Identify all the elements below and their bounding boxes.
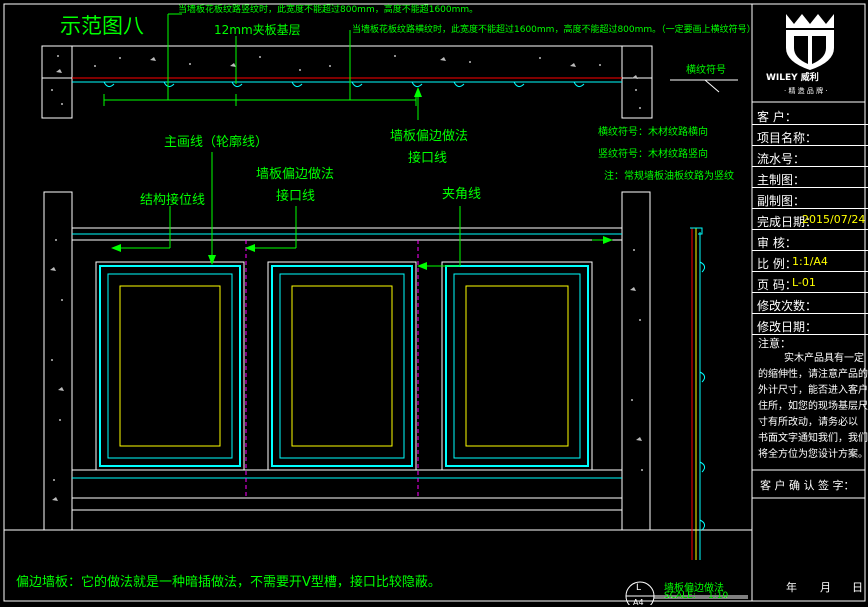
legend-horizontal-grain: 横纹符号：木材纹路横向: [598, 127, 708, 138]
sheet-border: [3, 3, 866, 602]
plan-dimensions: [103, 13, 422, 120]
title-block-row-label: 流水号：: [757, 152, 806, 166]
detail-name: 墙板偏边做法: [664, 583, 724, 594]
notes-title: 注意：: [758, 337, 791, 350]
legend-vertical-grain: 竖纹符号：木材纹路竖向: [598, 149, 708, 160]
title-block-row: 完成日期：2015/07/24: [752, 209, 868, 230]
title-block-row: 客 户：: [752, 104, 868, 125]
title-block-row-label: 审 核：: [757, 236, 797, 250]
title-block-row: 项目名称：: [752, 125, 868, 146]
concrete-hatch: [51, 55, 641, 109]
elevation-wall-left: [43, 191, 73, 531]
plan-section: [41, 13, 738, 120]
drawing-title: 示范图八: [60, 14, 144, 38]
title-block-row-label: 主制图：: [757, 173, 806, 187]
title-block-row-value: 2015/07/24: [802, 213, 866, 226]
legend-note: 注：常规墙板油板纹路为竖纹: [604, 171, 734, 182]
substrate-label: 12mm夹板基层: [214, 23, 301, 37]
side-section: [690, 227, 706, 560]
title-block-row-label: 项目名称：: [757, 131, 818, 145]
detail-number-bottom: A4: [633, 598, 644, 607]
title-block-row-label: 完成日期：: [757, 215, 818, 229]
bottom-note: 偏边墙板：它的做法就是一种暗插做法，不需要开V型槽，接口比较隐蔽。: [16, 575, 441, 590]
title-block-row-label: 页 码：: [757, 278, 797, 292]
title-block-row-label: 比 例：: [757, 257, 797, 271]
notes-line: 外计尺寸，能否进入客户: [758, 385, 868, 396]
scale-value: 1:10: [708, 591, 729, 601]
date-month-label: 月: [820, 581, 831, 594]
notes-line: 书面文字通知我们，我们: [758, 433, 868, 444]
title-block-row-label: 客 户：: [757, 110, 797, 124]
detail-number-top: L: [636, 583, 642, 593]
structure-joint-label: 结构接位线: [140, 193, 206, 208]
title-block-row-label: 修改次数：: [757, 299, 818, 313]
detail-bubble: [625, 581, 748, 605]
notes-line: 实木产品具有一定: [784, 353, 864, 364]
panel-center: [267, 261, 417, 471]
plan-ceiling-slab: [41, 45, 653, 79]
main-line-label: 主画线（轮廓线）: [164, 135, 269, 150]
title-block-row: 修改次数：: [752, 293, 868, 314]
logo-subtext: · 精 造 品 牌 ·: [784, 87, 828, 95]
joint-line-label-top: 接口线: [408, 151, 448, 166]
panel-right: [441, 261, 593, 471]
title-block-row-label: 修改日期：: [757, 320, 818, 334]
logo-text: WILEY 威利: [766, 73, 819, 83]
title-block-row-label: 副制图：: [757, 194, 806, 208]
wallpanel-edge-label-mid: 墙板偏边做法: [256, 167, 335, 182]
plan-wall-left: [41, 45, 73, 119]
title-block-row: 副制图：: [752, 188, 868, 209]
title-block-row: 比 例：1:1/A4: [752, 251, 868, 272]
notes-line: 寸有所改动，请务必以: [758, 417, 858, 428]
plan-clips: [103, 81, 585, 88]
title-block-row: 页 码：L-01: [752, 272, 868, 293]
notes-line: 将全方位为您设计方案。: [758, 449, 868, 460]
notes-line: 的缩伸性，请注意产品的: [758, 369, 868, 380]
top-note-1: 当墙板花板纹路竖纹时，此宽度不能超过800mm，高度不能超1600mm。: [178, 5, 479, 15]
title-block-row-value: L-01: [792, 276, 816, 289]
panel-left: [95, 261, 245, 471]
plan-wall-right: [621, 45, 653, 119]
corner-line-label: 夹角线: [442, 187, 482, 202]
title-block-row-value: 1:1/A4: [792, 255, 828, 268]
title-block-row: 流水号：: [752, 146, 868, 167]
top-note-2: 当墙板花板纹路横纹时，此宽度不能超过1600mm，高度不能超过800mm。（一定…: [352, 25, 756, 35]
grain-symbol: [670, 79, 738, 93]
title-block-row: 主制图：: [752, 167, 868, 188]
elevation-leaders: [111, 152, 613, 270]
scale-label: SCALE:: [664, 591, 696, 601]
brand-logo-icon: [786, 14, 834, 70]
title-block-row: 审 核：: [752, 230, 868, 251]
grain-symbol-label: 横纹符号: [686, 65, 726, 76]
title-block-row: 修改日期：: [752, 314, 868, 335]
customer-signature-label: 客 户 确 认 签 字：: [760, 479, 855, 492]
notes-line: 住所，如您的现场基层尺: [758, 401, 868, 412]
date-day-label: 日: [852, 581, 863, 594]
elevation: [43, 152, 651, 531]
date-year-label: 年: [786, 581, 797, 594]
joint-line-label-mid: 接口线: [276, 189, 316, 204]
elevation-hatch: [50, 239, 643, 501]
elevation-wall-right: [621, 191, 651, 531]
wallpanel-edge-label-top: 墙板偏边做法: [390, 129, 469, 144]
